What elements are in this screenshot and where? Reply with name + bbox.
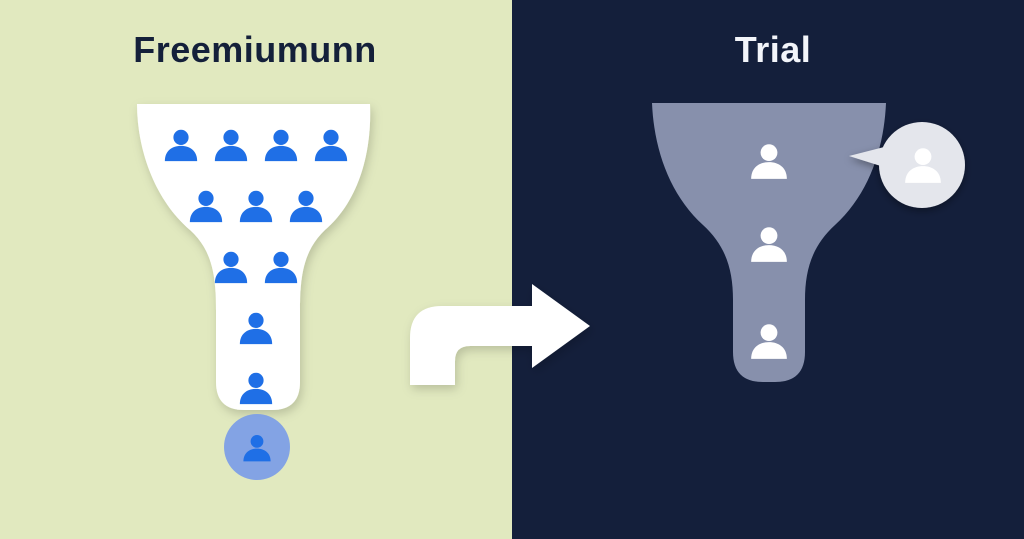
trial-callout	[849, 122, 965, 208]
trial-title: Trial	[734, 29, 812, 70]
conversion-arrow	[410, 284, 590, 385]
trial-funnel	[652, 103, 965, 382]
freemium-converted-user	[224, 414, 290, 480]
freemium-title: Freemiumunn	[133, 29, 377, 70]
callout-bubble	[879, 122, 965, 208]
freemium-funnel-shape	[137, 104, 371, 410]
freemium-funnel	[137, 104, 371, 480]
bent-arrow-right-icon	[410, 284, 590, 385]
